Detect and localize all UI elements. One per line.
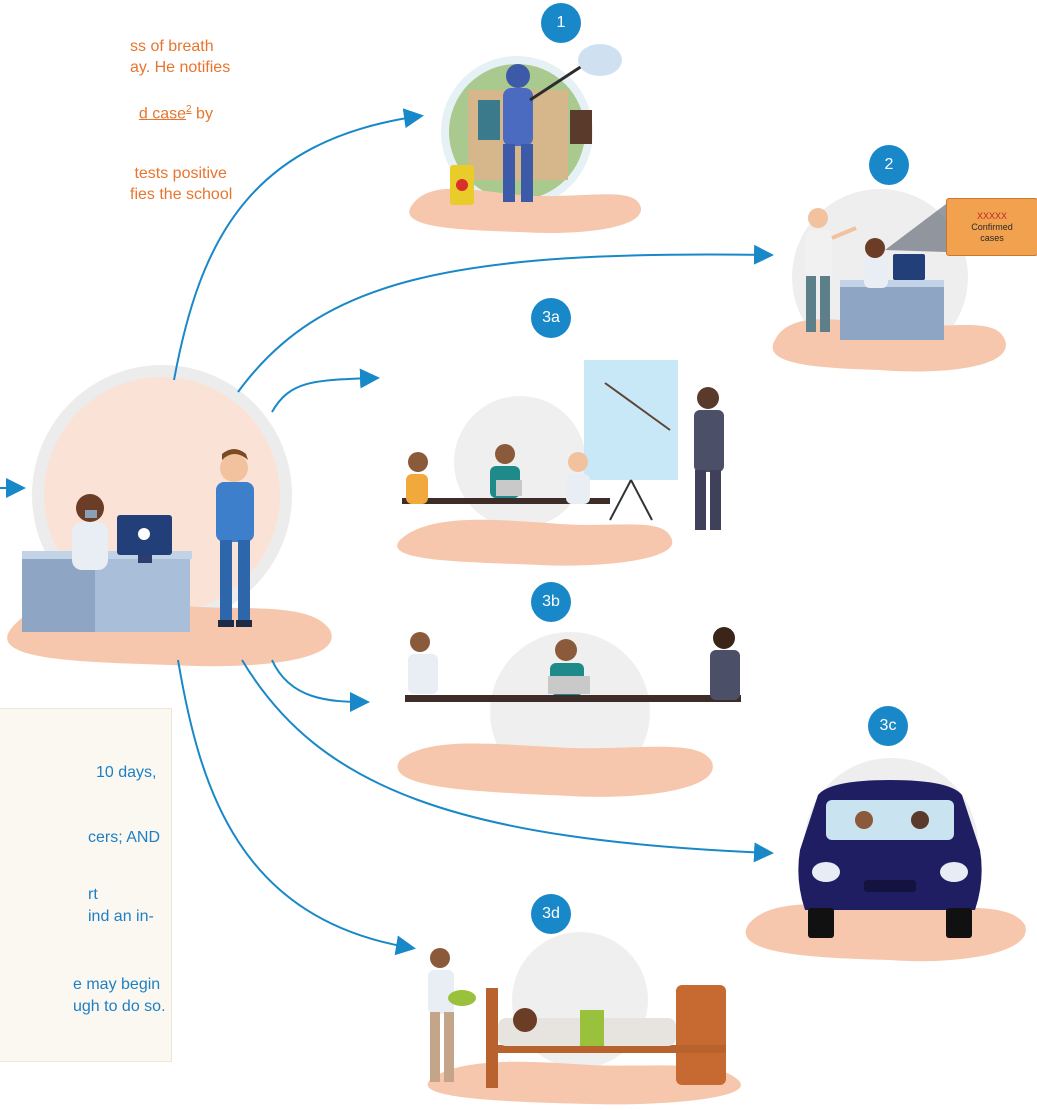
badge-2: 2 — [869, 145, 909, 185]
info-panel — [0, 708, 172, 1062]
connector-arrows — [0, 108, 774, 956]
scene-3b-meeting — [397, 627, 741, 797]
callout-count: XXXXX — [976, 210, 1007, 221]
confirmed-cases-callout: XXXXX Confirmed cases — [946, 198, 1037, 256]
panel-line-1: 10 days, — [96, 764, 157, 781]
intro-line-1: ss of breath — [130, 38, 214, 55]
arrow-to-2 — [237, 244, 774, 393]
scene-3c-car — [745, 758, 1026, 962]
center-doctor-scene — [7, 365, 332, 667]
panel-line-6: ugh to do so. — [73, 998, 166, 1015]
badge-3d: 3d — [531, 894, 571, 934]
panel-line-5: e may begin — [73, 976, 161, 993]
callout-label-2: cases — [980, 232, 1004, 243]
intro-line-2: ay. He notifies — [130, 59, 231, 76]
arrow-to-3d — [177, 659, 416, 956]
arrow-to-3c — [241, 659, 774, 863]
intro-line-4: tests positive — [130, 165, 227, 182]
panel-line-2: cers; AND — [88, 829, 161, 846]
panel-line-4: ind an in- — [88, 908, 154, 925]
scene-2-testing — [772, 189, 1006, 372]
arrow-to-1 — [173, 108, 424, 381]
intro-line-3-end: by — [191, 105, 213, 123]
arrow-to-3a — [271, 368, 380, 413]
scene-3d-sick-bed — [427, 932, 741, 1105]
arrow-to-3b — [271, 659, 370, 712]
intro-line-5: fies the school — [130, 186, 233, 203]
intro-line-3: d case2 by — [130, 78, 213, 124]
scene-1-disinfection — [409, 44, 641, 233]
callout-label-1: Confirmed — [971, 221, 1013, 232]
badge-3a: 3a — [531, 298, 571, 338]
panel-line-3: rt — [88, 886, 98, 903]
badge-1: 1 — [541, 3, 581, 43]
badge-3b: 3b — [531, 582, 571, 622]
badge-3c: 3c — [868, 706, 908, 746]
scene-3a-meeting — [397, 360, 724, 566]
footnote-ref: 2 — [186, 104, 192, 115]
confirmed-case-link[interactable]: d case — [138, 105, 187, 123]
